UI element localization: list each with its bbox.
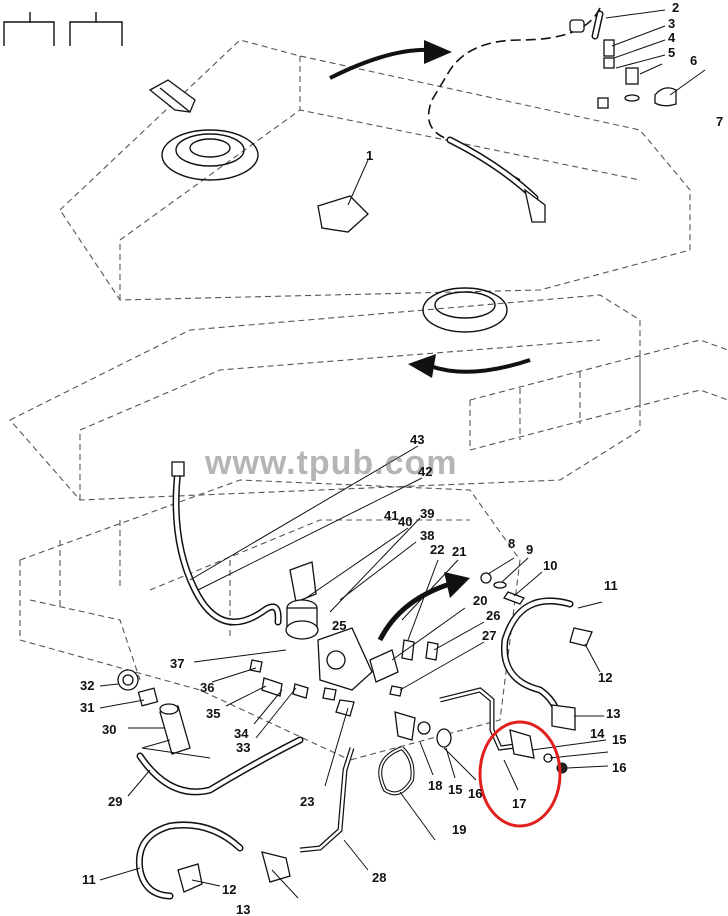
callout-5: 5 [668,45,675,60]
callout-13-right: 13 [606,706,620,721]
callout-25: 25 [332,618,346,633]
callout-37: 37 [170,656,184,671]
watermark: www.tpub.com [204,444,458,482]
callout-27: 27 [482,628,496,643]
callout-32: 32 [80,678,94,693]
callout-35: 35 [206,706,220,721]
ghost-vehicle-outline [9,39,728,761]
callout-43: 43 [410,432,424,447]
callout-3: 3 [668,16,675,31]
callout-16-left: 16 [468,786,482,801]
callout-15-right: 15 [612,732,626,747]
leader-lines [99,9,706,899]
callout-6: 6 [690,53,697,68]
inset-hose-route [427,7,677,223]
callout-34: 34 [234,726,249,741]
callout-14: 14 [590,726,605,741]
callout-30: 30 [102,722,116,737]
callout-labels: 1 2 3 4 5 6 7 8 9 10 11 11 12 12 13 13 1… [80,0,723,916]
direction-arrows [329,40,531,642]
callout-16-right: 16 [612,760,626,775]
callout-12-left: 12 [222,882,236,897]
callout-26: 26 [486,608,500,623]
callout-15-left: 15 [448,782,462,797]
callout-13-left: 13 [236,902,250,916]
callout-9: 9 [526,542,533,557]
parts-30-31-32 [117,669,191,755]
callout-42: 42 [418,464,432,479]
callout-41: 41 [384,508,398,523]
callout-11-right: 11 [604,578,618,593]
callout-11-left: 11 [82,872,96,887]
callout-18: 18 [428,778,442,793]
callout-12-right: 12 [598,670,612,685]
callout-31: 31 [80,700,94,715]
callout-7: 7 [716,114,723,129]
hose-11-right [500,597,593,731]
callout-10: 10 [543,558,557,573]
hose-11-left [135,821,291,900]
callout-19: 19 [452,822,466,837]
hardware-8-9-10 [480,572,525,605]
callout-2: 2 [672,0,679,15]
corner-brackets [3,12,123,46]
filter-assembly [285,561,399,691]
callout-8: 8 [508,536,515,551]
callout-21: 21 [452,544,466,559]
hose-29 [136,736,304,796]
callout-1: 1 [366,148,373,163]
tube-28 [299,747,355,853]
tube-17 [439,687,568,774]
callout-36: 36 [200,680,214,695]
callout-38: 38 [420,528,434,543]
tank-clip [148,79,196,113]
parts-15-16-18-19 [378,711,452,796]
callout-39: 39 [420,506,434,521]
fittings-33-37 [249,639,439,717]
callout-20: 20 [473,593,487,608]
callout-22: 22 [430,542,444,557]
callout-4: 4 [668,30,676,45]
highlight-circle-17 [478,720,562,828]
hose-43 [171,461,282,626]
callout-29: 29 [108,794,122,809]
callout-33: 33 [236,740,250,755]
callout-23: 23 [300,794,314,809]
callout-28: 28 [372,870,386,885]
callout-40: 40 [398,514,412,529]
callout-17: 17 [512,796,526,811]
part-1-cap [317,195,369,233]
